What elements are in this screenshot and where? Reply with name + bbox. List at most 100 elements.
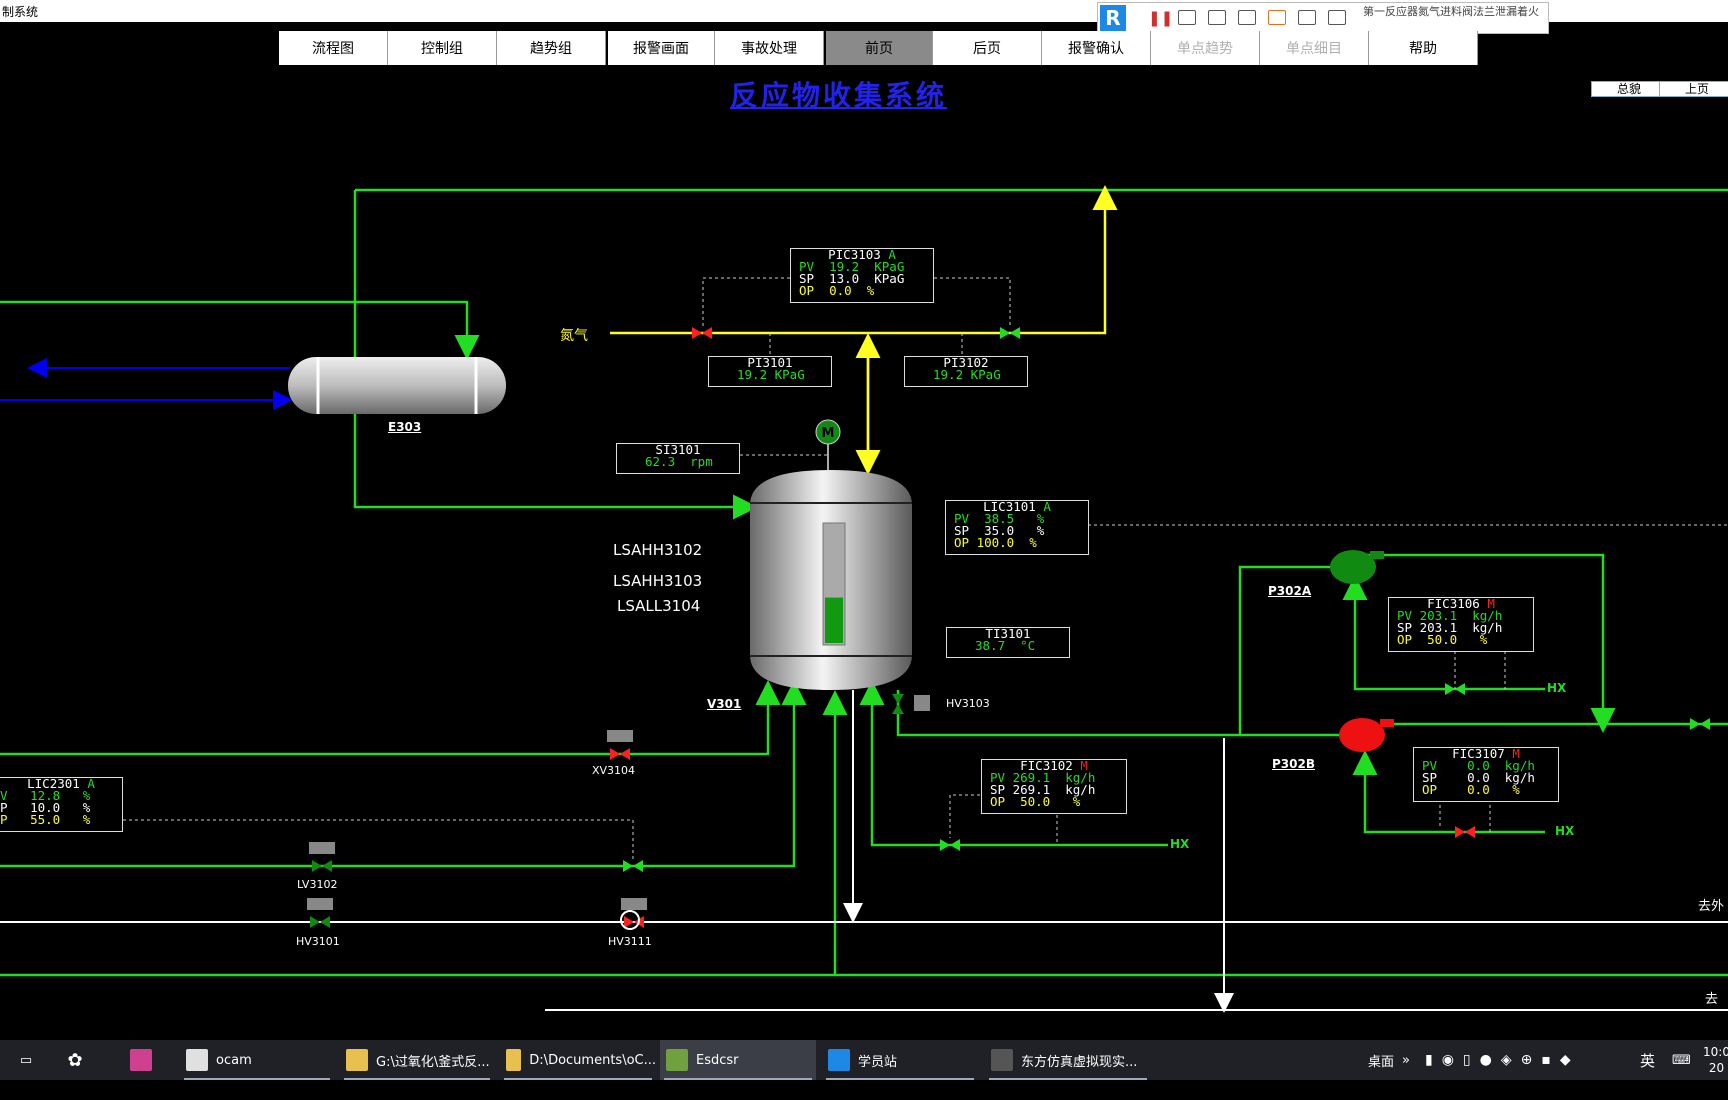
camera-icon[interactable]	[1178, 10, 1196, 25]
pump-p302a-icon[interactable]	[1330, 550, 1384, 584]
tag-sp: P 10.0 %	[0, 800, 91, 815]
chevron-up-icon[interactable]: »	[1402, 1052, 1410, 1068]
taskbar-item-label: 学员站	[858, 1054, 898, 1070]
ime-indicator[interactable]: 英	[1640, 1051, 1656, 1070]
pause-icon[interactable]: ❚❚	[1148, 9, 1174, 27]
edge-label-out1: 去外	[1698, 899, 1725, 914]
lsall3104-label: LSALL3104	[617, 597, 701, 615]
taskbar-item[interactable]: 学员站	[822, 1040, 978, 1080]
app-icon[interactable]: ✿	[67, 1049, 83, 1071]
tag-ti3101[interactable]: TI3101 38.7 °C	[946, 627, 1070, 658]
tag-mode: A	[888, 247, 896, 262]
tag-mode: A	[87, 776, 95, 791]
overview-button[interactable]: 总貌	[1591, 81, 1667, 97]
tag-name: PI3101	[747, 355, 793, 370]
tag-lic3101[interactable]: LIC3101 A PV 38.5 % SP 35.0 % OP 100.0 %	[945, 500, 1089, 555]
v301-label: V301	[707, 697, 742, 711]
tag-name: SI3101	[655, 442, 701, 457]
hx-label: HX	[1555, 824, 1575, 838]
menu-item-7[interactable]: 报警确认	[1042, 31, 1151, 65]
valve-fic3106-icon[interactable]	[1445, 683, 1465, 695]
process-diagram: M	[0, 185, 1728, 1013]
agitator-motor-icon[interactable]	[815, 419, 841, 445]
tag-sp: SP 13.0 KPaG	[799, 271, 905, 286]
pump-p302b-icon[interactable]	[1339, 718, 1394, 752]
tag-fic3102[interactable]: FIC3102 M PV 269.1 kg/h SP 269.1 kg/h OP…	[981, 759, 1127, 814]
tag-pi3101[interactable]: PI3101 19.2 KPaG	[708, 356, 832, 387]
menu-item-5[interactable]: 前页	[824, 31, 933, 65]
vessel-v301	[750, 470, 912, 690]
valve-pic3103-b-icon[interactable]	[1000, 327, 1020, 339]
keyboard-icon[interactable]: ⌨	[1672, 1052, 1691, 1068]
menu-item-6[interactable]: 后页	[933, 31, 1042, 65]
valve-hv3101-icon[interactable]	[307, 898, 333, 928]
valve-lv3102-icon[interactable]	[309, 842, 335, 872]
tag-pic3103[interactable]: PIC3103 A PV 19.2 KPaG SP 13.0 KPaG OP 0…	[790, 248, 934, 303]
menu-item-1[interactable]: 控制组	[388, 31, 497, 65]
camera-icon[interactable]	[1208, 10, 1226, 25]
tag-pi3102[interactable]: PI3102 19.2 KPaG	[904, 356, 1028, 387]
valve-lic2301-icon[interactable]	[623, 860, 643, 872]
settings-icon[interactable]	[1328, 10, 1346, 25]
refresh-icon[interactable]	[1268, 10, 1286, 25]
edge-label-out2: 去	[1705, 992, 1719, 1007]
clock-time: 10:0	[1703, 1045, 1728, 1059]
tray-icons[interactable]: ▮◉▯●◈⊕▪◆	[1425, 1052, 1580, 1068]
lsahh3102-label: LSAHH3102	[613, 541, 703, 559]
tag-name: FIC3107	[1452, 746, 1505, 761]
tag-pv: PV 203.1 kg/h	[1397, 608, 1503, 623]
pipe-p302b-recirc	[1352, 750, 1545, 834]
tag-lic2301[interactable]: LIC2301 A V 12.8 % P 10.0 % P 55.0 %	[0, 777, 123, 832]
tag-pv: 19.2 KPaG	[737, 367, 805, 382]
prev-page-button[interactable]: 上页	[1659, 81, 1728, 97]
valve-xv3104-icon[interactable]	[607, 730, 633, 760]
taskbar-item-label: G:\过氧化\釜式反...	[376, 1054, 490, 1070]
tag-pv: PV 19.2 KPaG	[799, 259, 905, 274]
menu-item-0[interactable]: 流程图	[279, 31, 388, 65]
tag-fic3107[interactable]: FIC3107 M PV 0.0 kg/h SP 0.0 kg/h OP 0.0…	[1413, 747, 1559, 802]
taskbar-item[interactable]: D:\Documents\oC...	[500, 1040, 656, 1080]
clock-date: 20	[1708, 1061, 1725, 1075]
valve-hv3103-icon[interactable]	[892, 694, 930, 714]
pipe-nitrogen	[610, 185, 1118, 335]
taskbar-item[interactable]: 东方仿真虚拟现实...	[985, 1040, 1151, 1080]
tag-op: OP 0.0 %	[799, 283, 875, 298]
task-view-icon[interactable]: ▭	[19, 1052, 33, 1068]
menu-item-4[interactable]: 事故处理	[715, 31, 824, 65]
tag-fic3106[interactable]: FIC3106 M PV 203.1 kg/h SP 203.1 kg/h OP…	[1388, 597, 1534, 652]
clock[interactable]: 10:0 20	[1703, 1040, 1728, 1080]
tag-name: FIC3102	[1020, 758, 1073, 773]
lsahh3103-label: LSAHH3103	[613, 572, 703, 590]
tag-name: LIC2301	[27, 776, 80, 791]
motor-label: M	[822, 426, 835, 441]
pipe-xv3104	[0, 680, 781, 756]
tag-sp: SP 0.0 kg/h	[1422, 770, 1535, 785]
taskbar-item[interactable]: G:\过氧化\釜式反...	[340, 1040, 494, 1080]
video-icon[interactable]	[1298, 10, 1316, 25]
pssp-app-icon[interactable]	[130, 1040, 164, 1080]
e303-label: E303	[388, 420, 422, 434]
camera-icon[interactable]	[1238, 10, 1256, 25]
level-indicator-bar	[825, 597, 843, 643]
desktop-label[interactable]: 桌面	[1368, 1054, 1395, 1070]
menu-item-10[interactable]: 帮助	[1369, 31, 1478, 65]
valve-hv3111-icon[interactable]	[620, 898, 647, 930]
valve-pic3103-a-icon[interactable]	[692, 327, 712, 339]
valve-fic3102-icon[interactable]	[940, 839, 960, 851]
valve-fic3107-icon[interactable]	[1455, 826, 1475, 838]
tag-si3101[interactable]: SI3101 62.3 rpm	[616, 443, 740, 474]
taskbar-item[interactable]: Esdcsr	[660, 1040, 816, 1080]
hx-label: HX	[1170, 837, 1190, 851]
tag-pv: 19.2 KPaG	[933, 367, 1001, 382]
hv3103-label: HV3103	[946, 697, 990, 710]
menu-item-3[interactable]: 报警画面	[606, 31, 715, 65]
hx-label: HX	[1547, 681, 1567, 695]
hv3111-label: HV3111	[608, 935, 652, 948]
menu-item-9: 单点细目	[1260, 31, 1369, 65]
tag-mode: M	[1512, 746, 1520, 761]
pipe-fic3102	[859, 680, 1168, 847]
tag-op: P 55.0 %	[0, 812, 91, 827]
menu-item-2[interactable]: 趋势组	[497, 31, 606, 65]
valve-right-icon[interactable]	[1690, 718, 1710, 730]
taskbar-item[interactable]: ocam	[180, 1040, 334, 1080]
